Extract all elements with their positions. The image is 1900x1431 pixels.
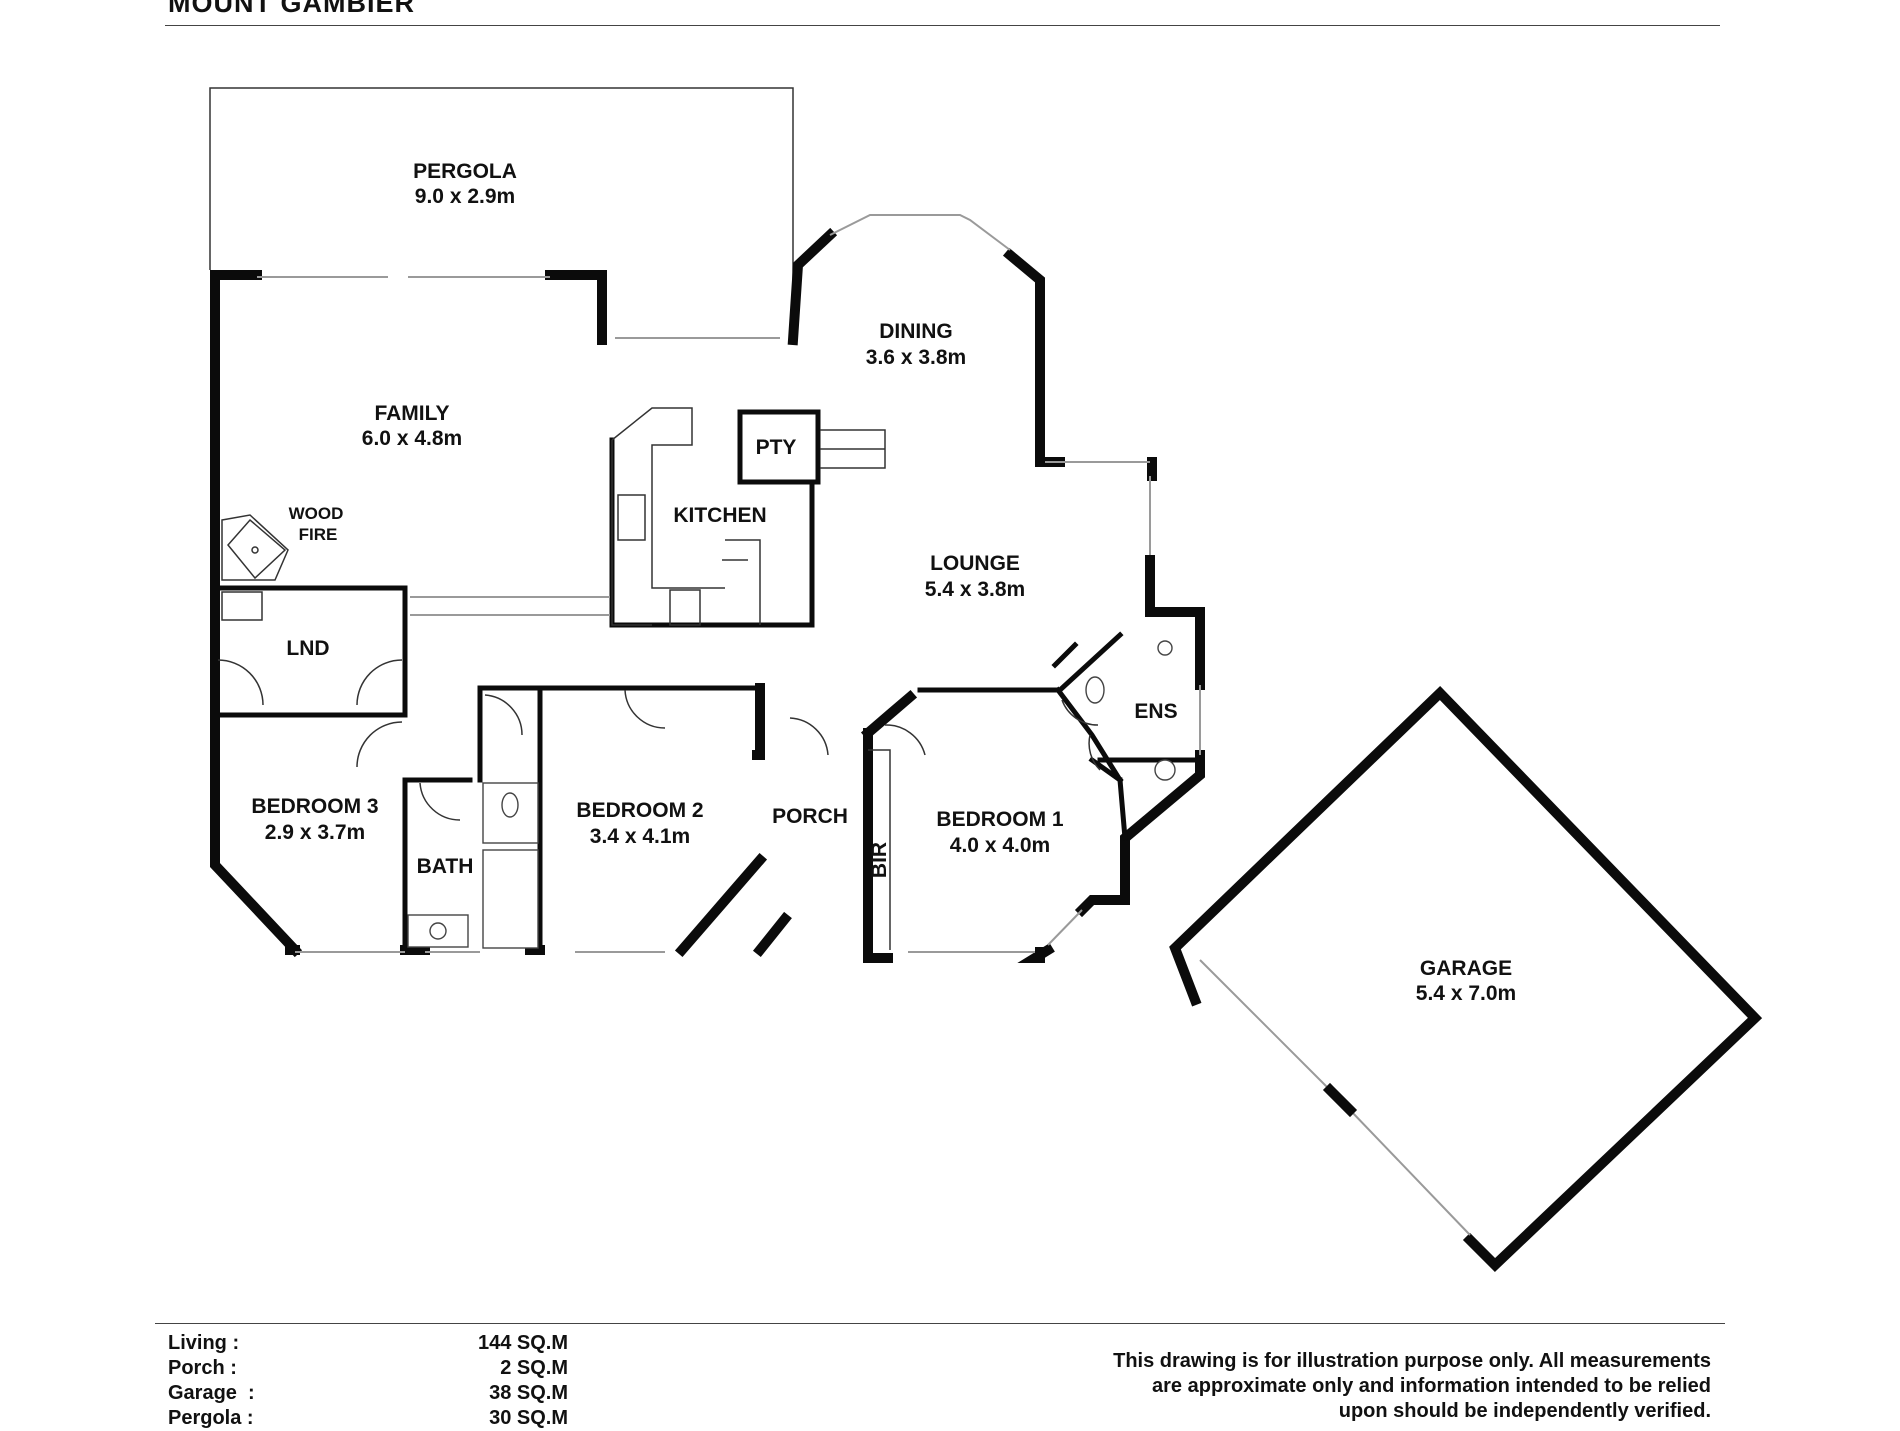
- area-row-garage: Garage : 38 SQ.M: [168, 1381, 568, 1406]
- bath-label: BATH: [417, 855, 474, 878]
- family-label: FAMILY: [374, 402, 449, 425]
- disclaimer: This drawing is for illustration purpose…: [951, 1349, 1711, 1424]
- area-row-living: Living : 144 SQ.M: [168, 1331, 568, 1356]
- porch-label: PORCH: [772, 805, 848, 828]
- family-size: 6.0 x 4.8m: [362, 427, 462, 450]
- lounge-size: 5.4 x 3.8m: [925, 578, 1025, 601]
- disclaimer-line: are approximate only and information int…: [1152, 1375, 1711, 1397]
- bedroom2-size: 3.4 x 4.1m: [590, 825, 690, 848]
- area-label: Pergola :: [168, 1407, 254, 1429]
- area-label: Porch :: [168, 1357, 237, 1379]
- laundry-label: LND: [286, 637, 329, 660]
- area-label: Living :: [168, 1332, 240, 1354]
- ensuite-label: ENS: [1134, 700, 1177, 723]
- garage-label: GARAGE: [1420, 957, 1512, 980]
- area-value: 2 SQ.M: [500, 1357, 568, 1379]
- lounge-label: LOUNGE: [930, 552, 1020, 575]
- garage-walls: [1169, 685, 1763, 1272]
- bedroom3-size: 2.9 x 3.7m: [265, 821, 365, 844]
- page-title: MOUNT GAMBIER: [168, 0, 415, 18]
- kitchen-label: KITCHEN: [673, 504, 766, 527]
- bedroom3-label: BEDROOM 3: [251, 795, 378, 818]
- pantry-label: PTY: [756, 436, 797, 459]
- kitchen-counters: [611, 407, 761, 626]
- pergola-label: PERGOLA: [413, 160, 517, 183]
- disclaimer-line: upon should be independently verified.: [1338, 1400, 1711, 1422]
- dining-label: DINING: [879, 320, 953, 343]
- area-row-pergola: Pergola : 30 SQ.M: [168, 1406, 568, 1431]
- area-label: Garage :: [168, 1382, 255, 1404]
- wood-fire-label-line2: FIRE: [299, 525, 338, 544]
- disclaimer-line: This drawing is for illustration purpose…: [1113, 1350, 1711, 1372]
- bedroom2-label: BEDROOM 2: [576, 799, 703, 822]
- external-walls: [210, 227, 1205, 963]
- wood-fire-label-line1: WOOD: [289, 504, 344, 523]
- door-swings: [217, 659, 1101, 821]
- dining-size: 3.6 x 3.8m: [866, 346, 966, 369]
- bedroom1-size: 4.0 x 4.0m: [950, 834, 1050, 857]
- pergola-outline: [209, 87, 794, 340]
- pergola-size: 9.0 x 2.9m: [415, 185, 515, 208]
- area-value: 144 SQ.M: [477, 1332, 568, 1354]
- bottom-divider: [155, 1323, 1725, 1324]
- interior-walls: [212, 409, 1201, 953]
- bir-label: BIR: [868, 842, 891, 878]
- area-row-porch: Porch : 2 SQ.M: [168, 1356, 568, 1381]
- bathroom-fixtures: [407, 640, 1176, 949]
- area-value: 38 SQ.M: [489, 1382, 568, 1404]
- top-divider: [165, 25, 1720, 26]
- garage-size: 5.4 x 7.0m: [1416, 982, 1516, 1005]
- wood-fire-symbol: [221, 514, 289, 581]
- bir-walls: [868, 749, 891, 950]
- area-summary: Living : 144 SQ.M Porch : 2 SQ.M Garage …: [168, 1331, 568, 1431]
- bedroom1-label: BEDROOM 1: [936, 808, 1064, 831]
- area-value: 30 SQ.M: [489, 1407, 568, 1429]
- windows: [257, 214, 1201, 953]
- laundry-tub: [221, 591, 263, 621]
- pantry-shelves: [820, 429, 886, 469]
